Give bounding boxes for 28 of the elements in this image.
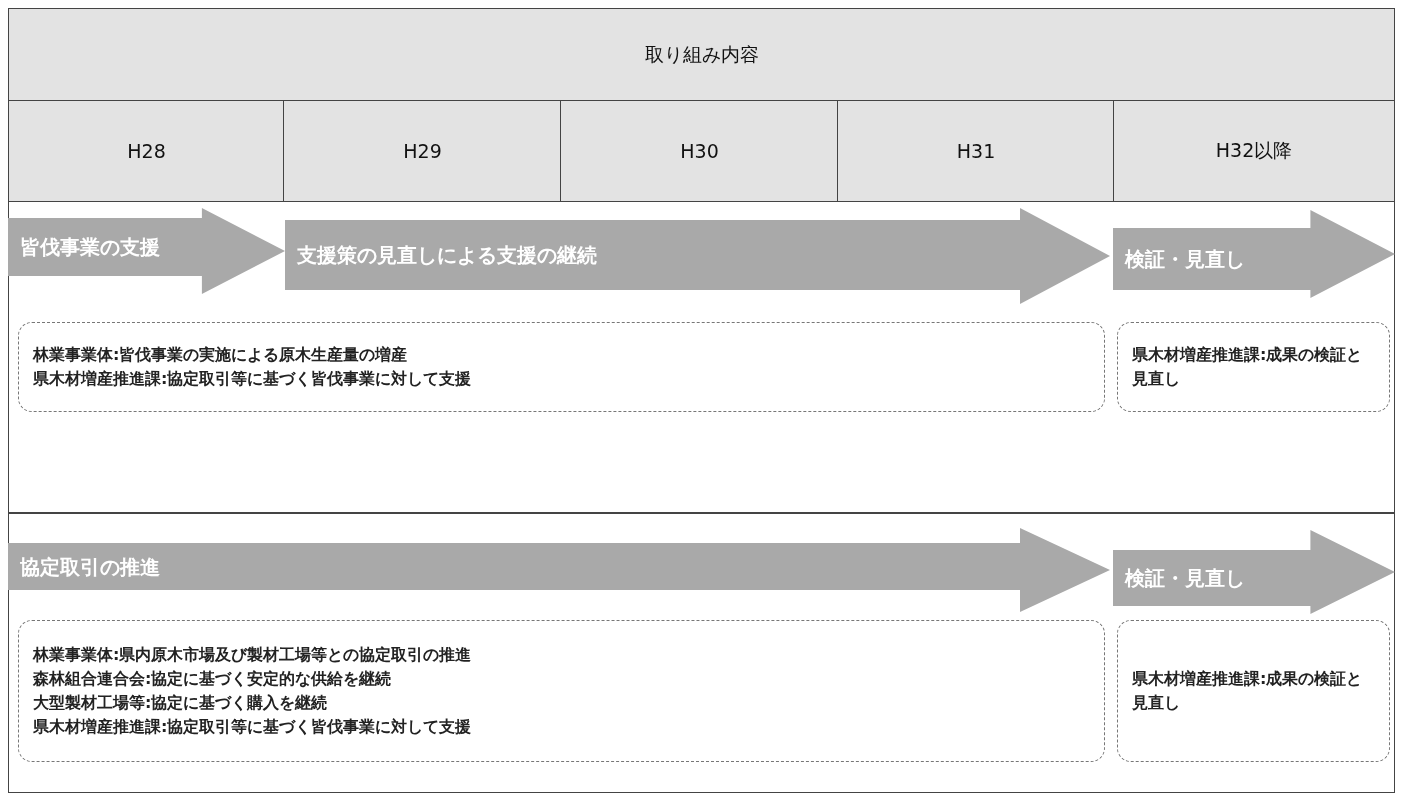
year-header: H28: [8, 100, 285, 202]
note-box: [1117, 620, 1390, 762]
note-text: 県木材増産推進課:協定取引等に基づく皆伐事業に対して支援: [33, 368, 473, 390]
table-header: 取り組み内容: [8, 8, 1395, 102]
note-text: 県木材増産推進課:協定取引等に基づく皆伐事業に対して支援: [33, 716, 473, 738]
note-box: [1117, 322, 1390, 412]
arrow-banner: [1113, 210, 1395, 298]
year-header: H31: [837, 100, 1115, 202]
arrow-banner: [8, 208, 285, 294]
note-text: 県木材増産推進課:成果の検証と見直し: [1132, 668, 1364, 714]
arrow-banner: [8, 528, 1110, 612]
phase-label: 支援策の見直しによる支援の継続: [297, 242, 597, 269]
note-text: 林業事業体:皆伐事業の実施による原木生産量の増産: [33, 344, 409, 366]
phase-label: 皆伐事業の支援: [20, 234, 160, 261]
year-header: H30: [560, 100, 839, 202]
phase-label: 検証・見直し: [1125, 565, 1245, 592]
note-box: [18, 620, 1105, 762]
year-header: H29: [283, 100, 562, 202]
note-text: 林業事業体:県内原木市場及び製材工場等との協定取引の推進: [33, 644, 473, 666]
arrow-banner: [1113, 530, 1395, 614]
note-text: 森林組合連合会:協定に基づく安定的な供給を継続: [33, 668, 393, 690]
arrow-banner: [285, 208, 1110, 304]
note-text: 県木材増産推進課:成果の検証と見直し: [1132, 344, 1364, 390]
phase-label: 協定取引の推進: [20, 554, 160, 581]
note-text: 大型製材工場等:協定に基づく購入を継続: [33, 692, 329, 714]
year-header: H32以降: [1113, 100, 1395, 202]
note-box: [18, 322, 1105, 412]
phase-label: 検証・見直し: [1125, 246, 1245, 273]
